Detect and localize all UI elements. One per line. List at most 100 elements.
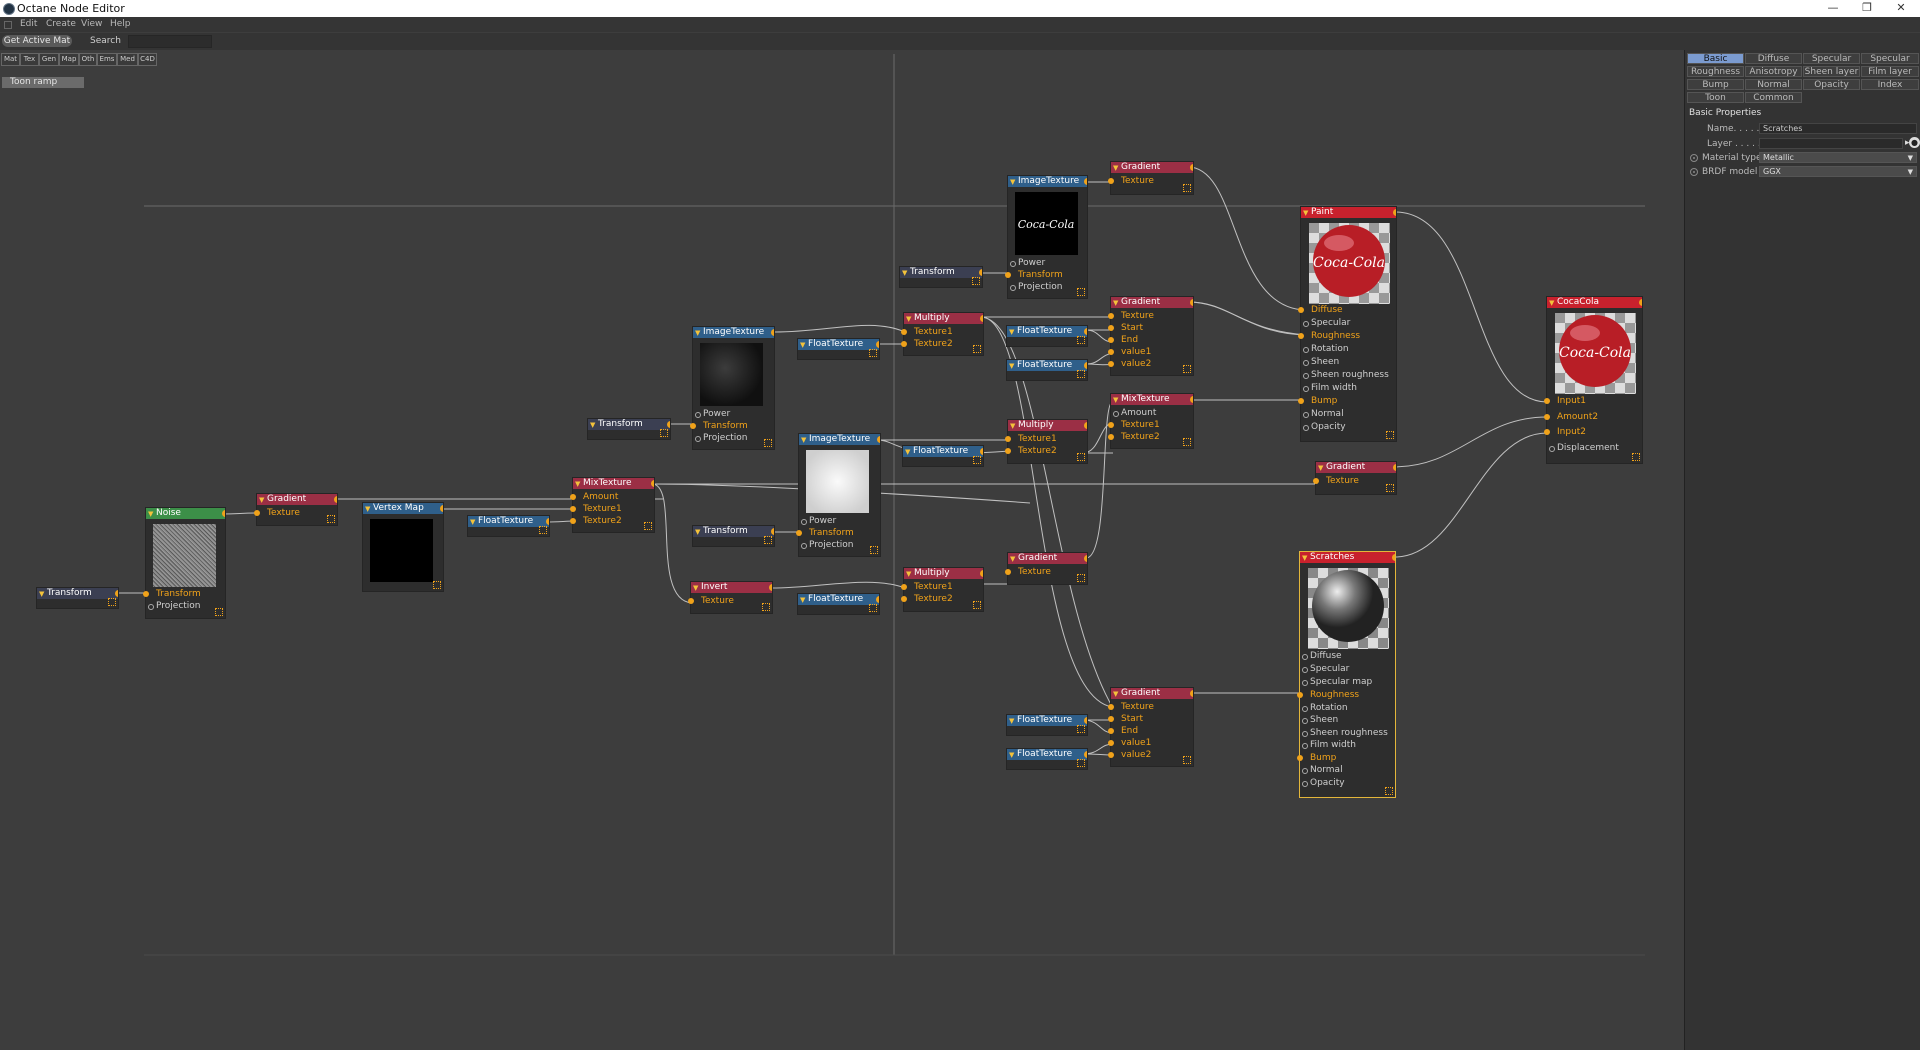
output-pin[interactable] [1084, 422, 1087, 429]
port-projection[interactable]: Projection [146, 600, 225, 612]
tab-basic[interactable]: Basic [1687, 53, 1744, 64]
tab-index[interactable]: Index [1861, 79, 1919, 90]
tab-ems[interactable]: Ems [97, 53, 117, 66]
tab-tex[interactable]: Tex [20, 53, 39, 66]
resize-handle[interactable] [764, 439, 772, 447]
tab-specular[interactable]: Specular [1803, 53, 1860, 64]
node-transform[interactable]: ▼Transform [587, 418, 671, 440]
port-texture1[interactable]: Texture1 [901, 326, 983, 338]
port-specular[interactable]: Specular [1301, 317, 1396, 329]
output-pin[interactable] [771, 528, 774, 535]
node-multiply[interactable]: ▼Multiply Texture1 Texture2 [901, 567, 984, 612]
node-image-texture[interactable]: ▼ImageTexture Coca-Cola Power Transform … [1005, 175, 1088, 299]
tab-c4d[interactable]: C4D [138, 53, 157, 66]
tab-map[interactable]: Map [59, 53, 79, 66]
output-pin[interactable] [440, 505, 443, 512]
collapse-icon[interactable]: ▼ [1010, 178, 1016, 186]
port-texture2[interactable]: Texture2 [901, 338, 983, 350]
resize-handle[interactable] [215, 608, 223, 616]
port-rotation[interactable]: Rotation [1301, 343, 1396, 355]
output-pin[interactable] [979, 269, 982, 276]
resize-handle[interactable] [1632, 453, 1640, 461]
resize-handle[interactable] [327, 515, 335, 523]
node-scratches-material[interactable]: ▼Scratches Diffuse Specular Specular map… [1297, 551, 1396, 798]
port-sheen[interactable]: Sheen [1300, 714, 1395, 726]
output-pin[interactable] [115, 590, 118, 597]
tab-toon[interactable]: Toon [1687, 92, 1744, 103]
port-opacity[interactable]: Opacity [1300, 777, 1395, 789]
output-pin[interactable] [667, 421, 670, 428]
node-float-texture[interactable]: ▼FloatTexture [1006, 748, 1088, 770]
node-mix-texture[interactable]: ▼MixTexture Amount Texture1 Texture2 [1108, 393, 1194, 449]
output-pin[interactable] [980, 448, 983, 455]
search-input[interactable] [128, 35, 212, 48]
port-transform[interactable]: Transform [143, 588, 225, 600]
output-pin[interactable] [980, 315, 983, 322]
port-start[interactable]: Start [1108, 713, 1193, 725]
node-gradient[interactable]: ▼Gradient Texture Start End value1 value… [1108, 296, 1194, 376]
port-bump[interactable]: Bump [1298, 395, 1396, 407]
layer-field[interactable] [1759, 138, 1903, 149]
node-noise[interactable]: ▼Noise Transform Projection [143, 507, 226, 619]
output-pin[interactable] [334, 496, 337, 503]
output-pin[interactable] [1084, 362, 1087, 369]
port-texture2[interactable]: Texture2 [570, 515, 654, 527]
node-gradient[interactable]: ▼Gradient Texture [1108, 161, 1194, 195]
tab-anisotropy[interactable]: Anisotropy [1745, 66, 1802, 77]
port-texture[interactable]: Texture [254, 507, 337, 519]
port-power[interactable]: Power [1008, 257, 1087, 269]
resize-handle[interactable] [1183, 184, 1191, 192]
port-normal[interactable]: Normal [1301, 408, 1396, 420]
output-pin[interactable] [1639, 299, 1642, 306]
port-amount2[interactable]: Amount2 [1544, 411, 1642, 423]
node-transform[interactable]: ▼Transform [36, 587, 119, 609]
port-displacement[interactable]: Displacement [1547, 442, 1642, 454]
port-sheen-roughness[interactable]: Sheen roughness [1301, 369, 1396, 381]
output-pin[interactable] [1190, 164, 1193, 171]
port-texture1[interactable]: Texture1 [1108, 419, 1193, 431]
tab-gen[interactable]: Gen [39, 53, 59, 66]
port-opacity[interactable]: Opacity [1301, 421, 1396, 433]
output-pin[interactable] [980, 570, 983, 577]
tab-common[interactable]: Common [1745, 92, 1802, 103]
output-pin[interactable] [651, 480, 654, 487]
output-pin[interactable] [1190, 396, 1193, 403]
port-end[interactable]: End [1108, 725, 1193, 737]
resize-handle[interactable] [973, 601, 981, 609]
port-amount[interactable]: Amount [1111, 407, 1193, 419]
output-pin[interactable] [1190, 690, 1193, 697]
port-sheen-roughness[interactable]: Sheen roughness [1300, 727, 1395, 739]
minimize-icon[interactable]: — [1827, 1, 1839, 14]
tab-normal[interactable]: Normal [1745, 79, 1802, 90]
node-float-texture[interactable]: ▼FloatTexture [1006, 359, 1088, 381]
name-field[interactable]: Scratches [1759, 123, 1917, 134]
resize-handle[interactable] [539, 526, 547, 534]
port-texture[interactable]: Texture [1313, 475, 1396, 487]
resize-handle[interactable] [869, 604, 877, 612]
resize-handle[interactable] [1077, 725, 1085, 733]
port-value1[interactable]: value1 [1108, 737, 1193, 749]
port-amount[interactable]: Amount [570, 491, 654, 503]
resize-handle[interactable] [1077, 370, 1085, 378]
port-texture2[interactable]: Texture2 [901, 593, 983, 605]
arrow-right-icon[interactable]: ▸ [1905, 138, 1910, 148]
animate-radio-icon[interactable] [1690, 168, 1698, 176]
port-power[interactable]: Power [693, 408, 774, 420]
resize-handle[interactable] [1077, 453, 1085, 461]
port-diffuse[interactable]: Diffuse [1300, 650, 1395, 662]
node-mix-texture[interactable]: ▼MixTexture Amount Texture1 Texture2 [570, 477, 655, 533]
resize-handle[interactable] [1077, 288, 1085, 296]
resize-handle[interactable] [1077, 336, 1085, 344]
resize-handle[interactable] [1077, 759, 1085, 767]
get-active-mat-button[interactable]: Get Active Mat [2, 35, 72, 47]
link-icon[interactable]: ● [1909, 137, 1920, 148]
output-pin[interactable] [771, 329, 774, 336]
port-power[interactable]: Power [799, 515, 880, 527]
node-vertex-map[interactable]: ▼Vertex Map [362, 502, 444, 592]
port-texture1[interactable]: Texture1 [1005, 433, 1087, 445]
port-projection[interactable]: Projection [1008, 281, 1087, 293]
node-transform[interactable]: ▼Transform [899, 266, 983, 288]
tab-roughness[interactable]: Roughness [1687, 66, 1744, 77]
tab-specular-map[interactable]: Specular map [1861, 53, 1919, 75]
port-sheen[interactable]: Sheen [1301, 356, 1396, 368]
